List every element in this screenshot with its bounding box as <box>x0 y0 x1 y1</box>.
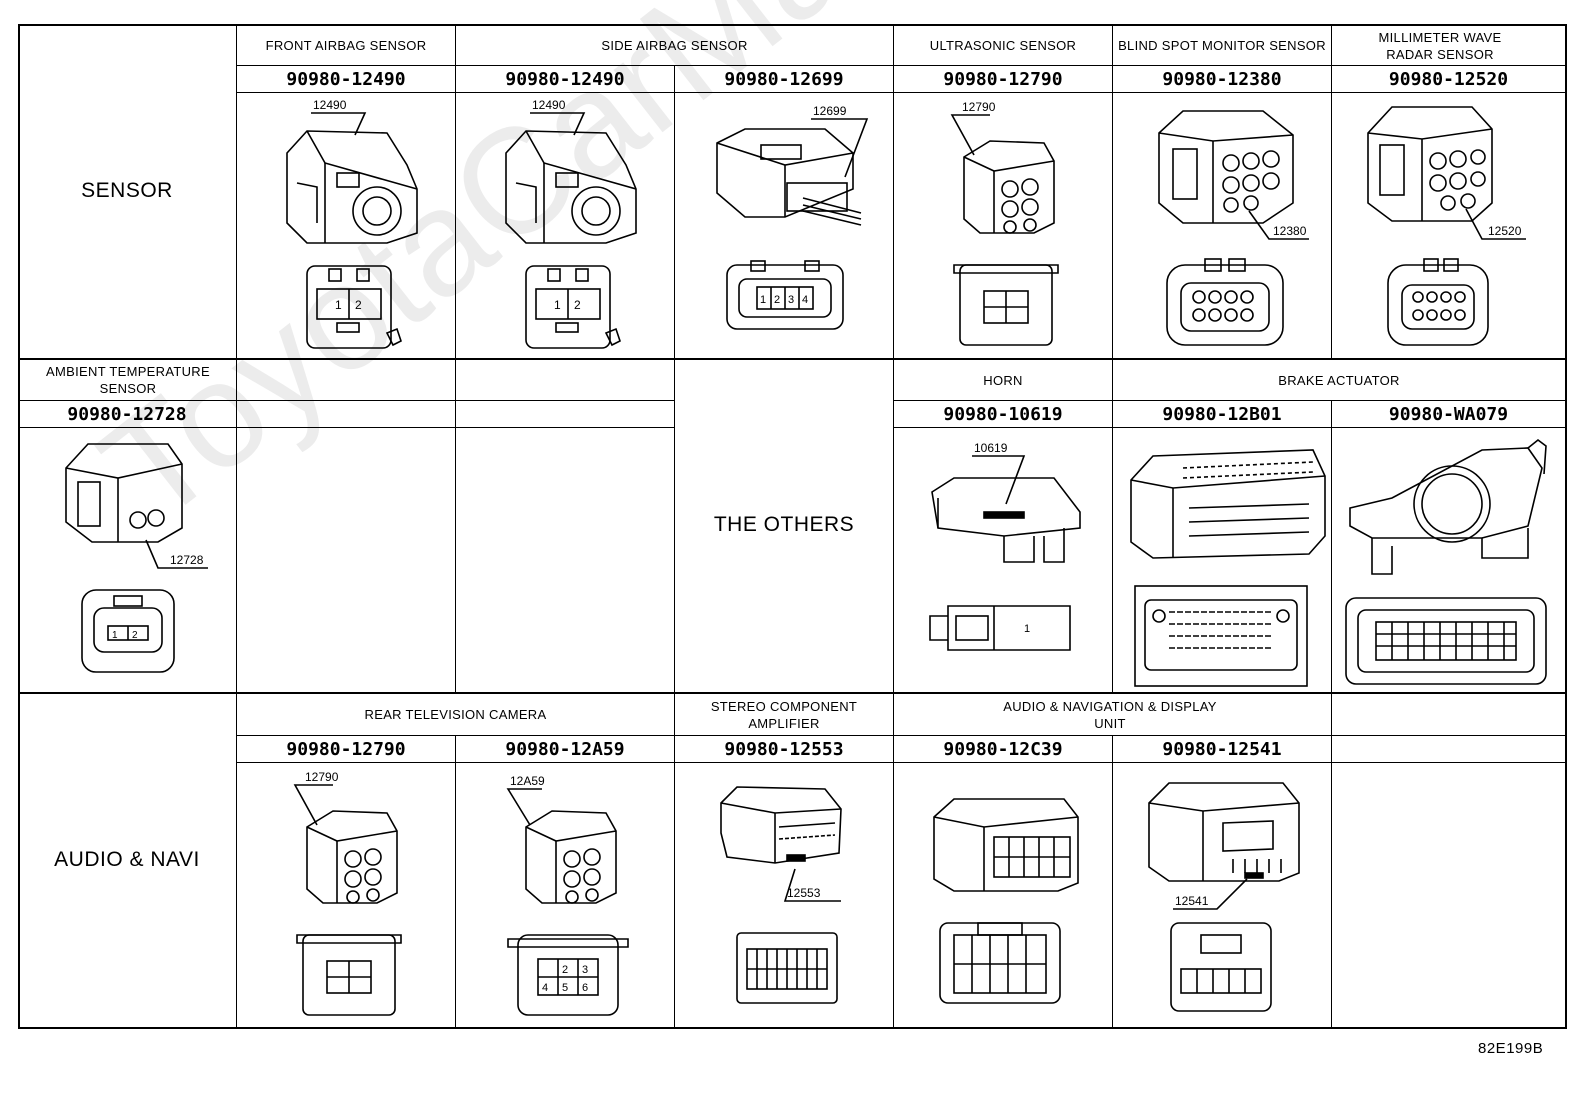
svg-text:4: 4 <box>802 294 808 306</box>
svg-text:1: 1 <box>112 630 118 641</box>
category-brake-actuator: BRAKE ACTUATOR <box>1278 372 1400 388</box>
callout-label: 12790 <box>305 770 339 784</box>
category-side-airbag-sensor: SIDE AIRBAG SENSOR <box>601 38 748 53</box>
section-label-audio-navi: AUDIO & NAVI <box>54 848 200 871</box>
callout-label: 12A59 <box>510 774 545 788</box>
connector-illustration-rear-camera-12a59: 12A59 2 3 4 5 6 <box>456 763 674 1027</box>
callout-label: 12728 <box>170 553 204 567</box>
svg-text:6: 6 <box>582 982 588 994</box>
section-label-sensor: SENSOR <box>81 179 173 202</box>
connector-illustration-millimeter-wave: 12520 <box>1332 93 1565 358</box>
callout-label: 12380 <box>1273 224 1307 238</box>
part-number-side-airbag-1: 90980-12490 <box>505 68 625 90</box>
svg-text:2: 2 <box>132 630 138 641</box>
svg-text:5: 5 <box>562 982 568 994</box>
connector-illustration-horn: 10619 1 <box>894 428 1112 692</box>
connector-illustration-audio-nav-12c39 <box>894 763 1112 1027</box>
svg-text:4: 4 <box>542 982 548 994</box>
connector-illustration-brake-wa079 <box>1332 428 1565 692</box>
svg-text:2: 2 <box>355 298 362 312</box>
category-blind-spot-monitor-sensor: BLIND SPOT MONITOR SENSOR <box>1118 38 1326 53</box>
connector-illustration-ultrasonic: 12790 <box>894 93 1112 358</box>
svg-text:1: 1 <box>1024 623 1030 635</box>
category-millimeter-wave-radar-sensor: MILLIMETER WAVE RADAR SENSOR <box>1378 29 1502 62</box>
part-number-horn: 90980-10619 <box>943 403 1063 425</box>
callout-label: 12490 <box>313 98 347 112</box>
part-number-rear-camera-2: 90980-12A59 <box>505 738 625 760</box>
connector-illustration-blind-spot: 12380 <box>1113 93 1331 358</box>
part-number-audio-nav-1: 90980-12C39 <box>943 738 1063 760</box>
svg-text:2: 2 <box>574 298 581 312</box>
part-number-rear-camera-1: 90980-12790 <box>286 738 406 760</box>
part-number-stereo-amp: 90980-12553 <box>724 738 844 760</box>
callout-label: 12541 <box>1175 894 1209 908</box>
part-number-brake-1: 90980-12B01 <box>1162 403 1282 425</box>
part-number-ultrasonic: 90980-12790 <box>943 68 1063 90</box>
part-number-brake-2: 90980-WA079 <box>1388 403 1509 425</box>
category-ultrasonic-sensor: ULTRASONIC SENSOR <box>929 38 1077 53</box>
part-number-side-airbag-2: 90980-12699 <box>724 68 844 90</box>
part-number-audio-nav-2: 90980-12541 <box>1162 738 1282 760</box>
category-stereo-component-amplifier: STEREO COMPONENT AMPLIFIER <box>710 698 858 731</box>
callout-label: 12790 <box>962 100 996 114</box>
part-number-millimeter: 90980-12520 <box>1388 68 1509 90</box>
connector-illustration-rear-camera-12790: 12790 <box>237 763 455 1027</box>
callout-label: 12520 <box>1488 224 1522 238</box>
svg-text:3: 3 <box>582 964 588 976</box>
category-horn: HORN <box>983 372 1023 388</box>
diagram-code: 82E199B <box>1478 1040 1544 1057</box>
svg-text:1: 1 <box>760 294 766 306</box>
part-number-blind-spot: 90980-12380 <box>1162 68 1282 90</box>
svg-text:2: 2 <box>774 294 780 306</box>
part-number-front-airbag: 90980-12490 <box>286 68 406 90</box>
connector-illustration-brake-12b01 <box>1113 428 1331 692</box>
category-ambient-temperature-sensor: AMBIENT TEMPERATURE SENSOR <box>46 364 210 396</box>
connector-illustration-audio-nav-12541: 12541 <box>1113 763 1331 1027</box>
callout-label: 12553 <box>787 886 821 900</box>
callout-label: 10619 <box>974 441 1008 455</box>
svg-text:1: 1 <box>335 298 342 312</box>
category-front-airbag-sensor: FRONT AIRBAG SENSOR <box>265 38 427 53</box>
svg-text:2: 2 <box>562 964 568 976</box>
svg-text:1: 1 <box>554 298 561 312</box>
callout-label: 12699 <box>813 104 847 118</box>
connector-illustration-stereo-amplifier: 12553 <box>675 763 893 1027</box>
connector-illustration-side-airbag-12490: 12490 1 2 <box>456 93 674 358</box>
connector-illustration-ambient-temperature: 12728 1 2 <box>18 428 236 692</box>
connector-illustration-front-airbag: 12490 1 2 <box>237 93 455 358</box>
category-rear-television-camera: REAR TELEVISION CAMERA <box>364 707 547 722</box>
section-label-others: THE OTHERS <box>713 513 855 536</box>
category-audio-navigation-display-unit: AUDIO & NAVIGATION & DISPLAY UNIT <box>1003 698 1217 731</box>
callout-label: 12490 <box>532 98 566 112</box>
connector-illustration-side-airbag-12699: 12699 1 2 3 4 <box>675 93 893 358</box>
svg-text:3: 3 <box>788 294 794 306</box>
part-number-ambient: 90980-12728 <box>67 403 187 425</box>
